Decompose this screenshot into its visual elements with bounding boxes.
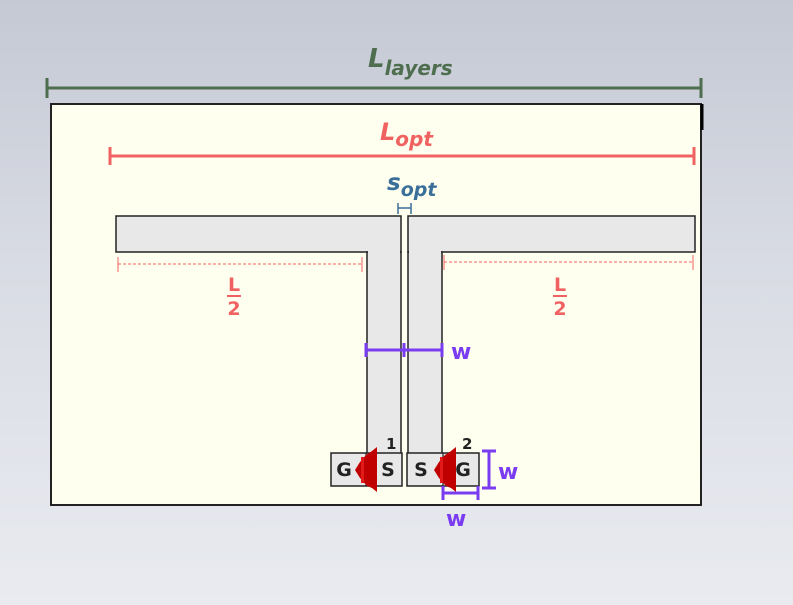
width-port-side-dimension [482, 449, 496, 490]
port-1-ground-pad-label: G [336, 459, 352, 481]
port-1-marker [361, 457, 364, 483]
width-port-bottom-label: w [446, 507, 466, 532]
l-layers-label: Llayers [368, 44, 453, 80]
port-2-ground-pad-label: G [455, 459, 471, 481]
half-length-left-dimension [117, 257, 363, 272]
port-1-signal-pad-label: S [381, 459, 395, 481]
width-port-bottom-dimension [441, 486, 480, 500]
half-length-right-label: L 2 [553, 274, 567, 320]
s-opt-dimension [397, 203, 412, 214]
svg-text:2: 2 [227, 298, 240, 320]
width-port-side-label: w [498, 460, 518, 485]
port-2-number: 2 [462, 435, 472, 453]
svg-text:2: 2 [553, 298, 566, 320]
half-length-right-dimension [443, 255, 694, 270]
svg-text:L: L [228, 274, 240, 296]
width-mid-label: w [451, 340, 471, 365]
right-antenna-arm [407, 215, 696, 455]
port-1-arrow-icon [355, 447, 377, 492]
port-2-marker [440, 457, 443, 483]
half-length-left-label: L 2 [227, 274, 241, 320]
l-opt-label: Lopt [380, 118, 434, 151]
port-2-signal-pad-label: S [414, 459, 428, 481]
width-mid-dimension [364, 343, 444, 357]
port-1-number: 1 [386, 435, 396, 453]
l-opt-dimension [108, 147, 696, 165]
port-2-arrow-icon [434, 447, 456, 492]
left-antenna-arm [115, 215, 402, 455]
l-layers-dimension [45, 78, 703, 98]
s-opt-label: sopt [387, 170, 437, 201]
svg-text:L: L [554, 274, 566, 296]
